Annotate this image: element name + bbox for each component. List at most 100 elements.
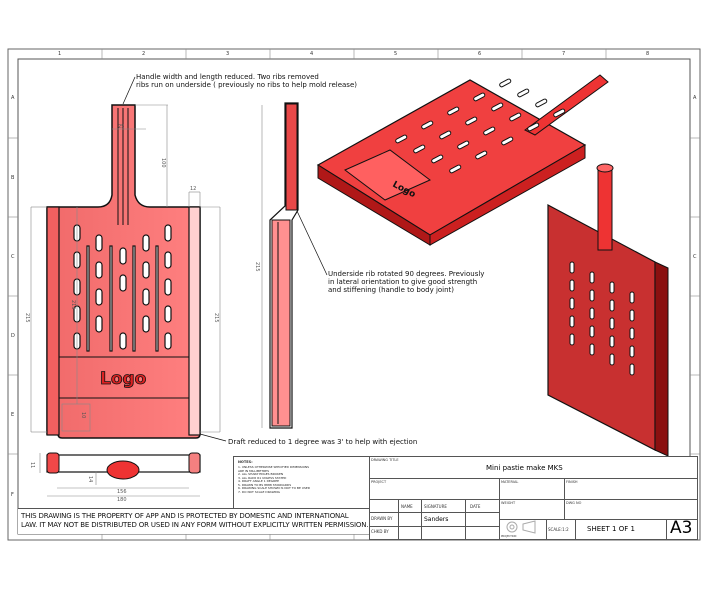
slot — [95, 315, 103, 333]
slot — [164, 224, 172, 242]
note-underside-line-3: and stiffening (handle to body joint) — [328, 286, 455, 294]
dim-handle-width: 25 — [118, 124, 124, 130]
slot — [119, 332, 127, 350]
slot — [483, 126, 496, 136]
zone-row-f: F — [11, 492, 14, 498]
note-line: 2. ALL SHARP EDGES BROKEN — [238, 472, 284, 476]
slot — [609, 353, 615, 366]
note-draft: Draft reduced to 1 degree was 3' to help… — [228, 438, 418, 446]
zone-row-c: C — [11, 254, 15, 260]
scale: SCALE:1:2 — [548, 527, 569, 532]
front-view: Logo 25 100 12 215 215 215 10 — [24, 104, 221, 439]
slot — [629, 363, 635, 376]
slot — [491, 102, 504, 112]
slot — [109, 245, 113, 352]
dim-inner-width: 156 — [117, 489, 127, 495]
slot — [553, 108, 566, 118]
dim-inner-length: 215 — [70, 300, 76, 310]
note-line: 7. DO NOT SCALE DRAWING — [238, 489, 280, 494]
slot — [439, 130, 452, 140]
slot — [629, 309, 635, 322]
slot — [421, 120, 434, 130]
slot — [535, 98, 548, 108]
zone-col-6: 6 — [478, 51, 482, 57]
slot — [609, 317, 615, 330]
sheet-size: A3 — [670, 518, 693, 538]
copyright-box: THIS DRAWING IS THE PROPERTY OF APP AND … — [18, 508, 369, 534]
drawn-by-name: Sanders — [424, 516, 449, 523]
note-underside-line-1: Underside rib rotated 90 degrees. Previo… — [328, 270, 485, 278]
project-label: PROJECT — [371, 480, 387, 484]
material-label: MATERIAL — [501, 480, 519, 484]
note-line: 3. ALL RADII R1 UNLESS STATED — [238, 475, 287, 480]
slot — [475, 150, 488, 160]
third-angle-projection-icon — [506, 520, 536, 534]
drawn-by-label: DRAWN BY — [371, 516, 393, 521]
zone-col-7: 7 — [562, 51, 566, 57]
note-underside: Underside rib rotated 90 degrees. Previo… — [328, 270, 484, 294]
slot — [164, 332, 172, 350]
dim-body-length-right: 215 — [213, 313, 219, 323]
slot — [569, 315, 575, 328]
leader-lines — [122, 76, 328, 442]
weight-label: WEIGHT — [501, 501, 516, 505]
slot — [609, 299, 615, 312]
note-underside-line-2: in lateral orientation to give good stre… — [328, 278, 478, 286]
slot — [95, 261, 103, 279]
note-handle-line-2: ribs run on underside ( previously no ri… — [136, 81, 357, 89]
finish-label: FINISH — [566, 480, 578, 484]
slot — [164, 305, 172, 323]
zone-col-1: 1 — [58, 51, 62, 57]
projection-symbol: PROJECTION — [499, 519, 547, 540]
slot — [589, 343, 595, 356]
slot — [142, 315, 150, 333]
slot — [589, 289, 595, 302]
slot — [449, 164, 462, 174]
slot — [569, 333, 575, 346]
slot — [569, 297, 575, 310]
slot — [629, 345, 635, 358]
logo-text: Logo — [100, 369, 146, 389]
dwg-no-label: DWG NO — [566, 501, 582, 505]
side-view: 215 — [254, 102, 299, 429]
dim-body-length-left: 215 — [24, 313, 30, 323]
note-handle-line-1: Handle width and length reduced. Two rib… — [136, 73, 319, 81]
dim-rail-width: 12 — [190, 186, 196, 192]
zone-col-8: 8 — [646, 51, 650, 57]
slot — [569, 261, 575, 274]
zone-col-2: 2 — [142, 51, 146, 57]
copyright-line-1: THIS DRAWING IS THE PROPERTY OF APP AND … — [21, 512, 349, 520]
note-line: 5. DRAWN TO BS 8888 STANDARDS — [238, 482, 292, 487]
isometric-views: Logo — [316, 74, 669, 457]
slot — [86, 245, 90, 352]
zone-row-a: A — [11, 95, 15, 101]
slot — [164, 251, 172, 269]
zone-col-4: 4 — [310, 51, 314, 57]
zone-row-e: E — [11, 412, 15, 418]
zone-row-a-right: A — [693, 95, 697, 101]
isometric-top-view: Logo — [316, 74, 609, 246]
slot — [569, 279, 575, 292]
projection-label: PROJECTION — [501, 535, 517, 538]
zone-row-b: B — [11, 175, 15, 181]
slot — [609, 281, 615, 294]
slot — [164, 278, 172, 296]
slot — [95, 288, 103, 306]
zone-col-5: 5 — [394, 51, 398, 57]
slot — [142, 234, 150, 252]
dim-bottom-height: 11 — [29, 462, 35, 468]
slot — [527, 122, 540, 132]
sheet-number: SHEET 1 OF 1 — [587, 525, 635, 533]
slot — [119, 247, 127, 265]
bottom-view: 11 14 156 180 — [29, 452, 201, 503]
copyright-line-2: LAW. IT MAY NOT BE DISTRIBUTED OR USED I… — [21, 521, 369, 529]
slot — [142, 261, 150, 279]
col-date: DATE — [470, 504, 481, 509]
note-line: ARE IN MILLIMETRES — [238, 468, 269, 473]
slot — [142, 288, 150, 306]
slot — [132, 245, 136, 352]
dim-pocket: 10 — [80, 412, 86, 418]
notes-list: 1. UNLESS OTHERWISE SPECIFIED DIMENSIONS… — [238, 465, 310, 494]
slot — [517, 88, 530, 98]
slot — [629, 327, 635, 340]
